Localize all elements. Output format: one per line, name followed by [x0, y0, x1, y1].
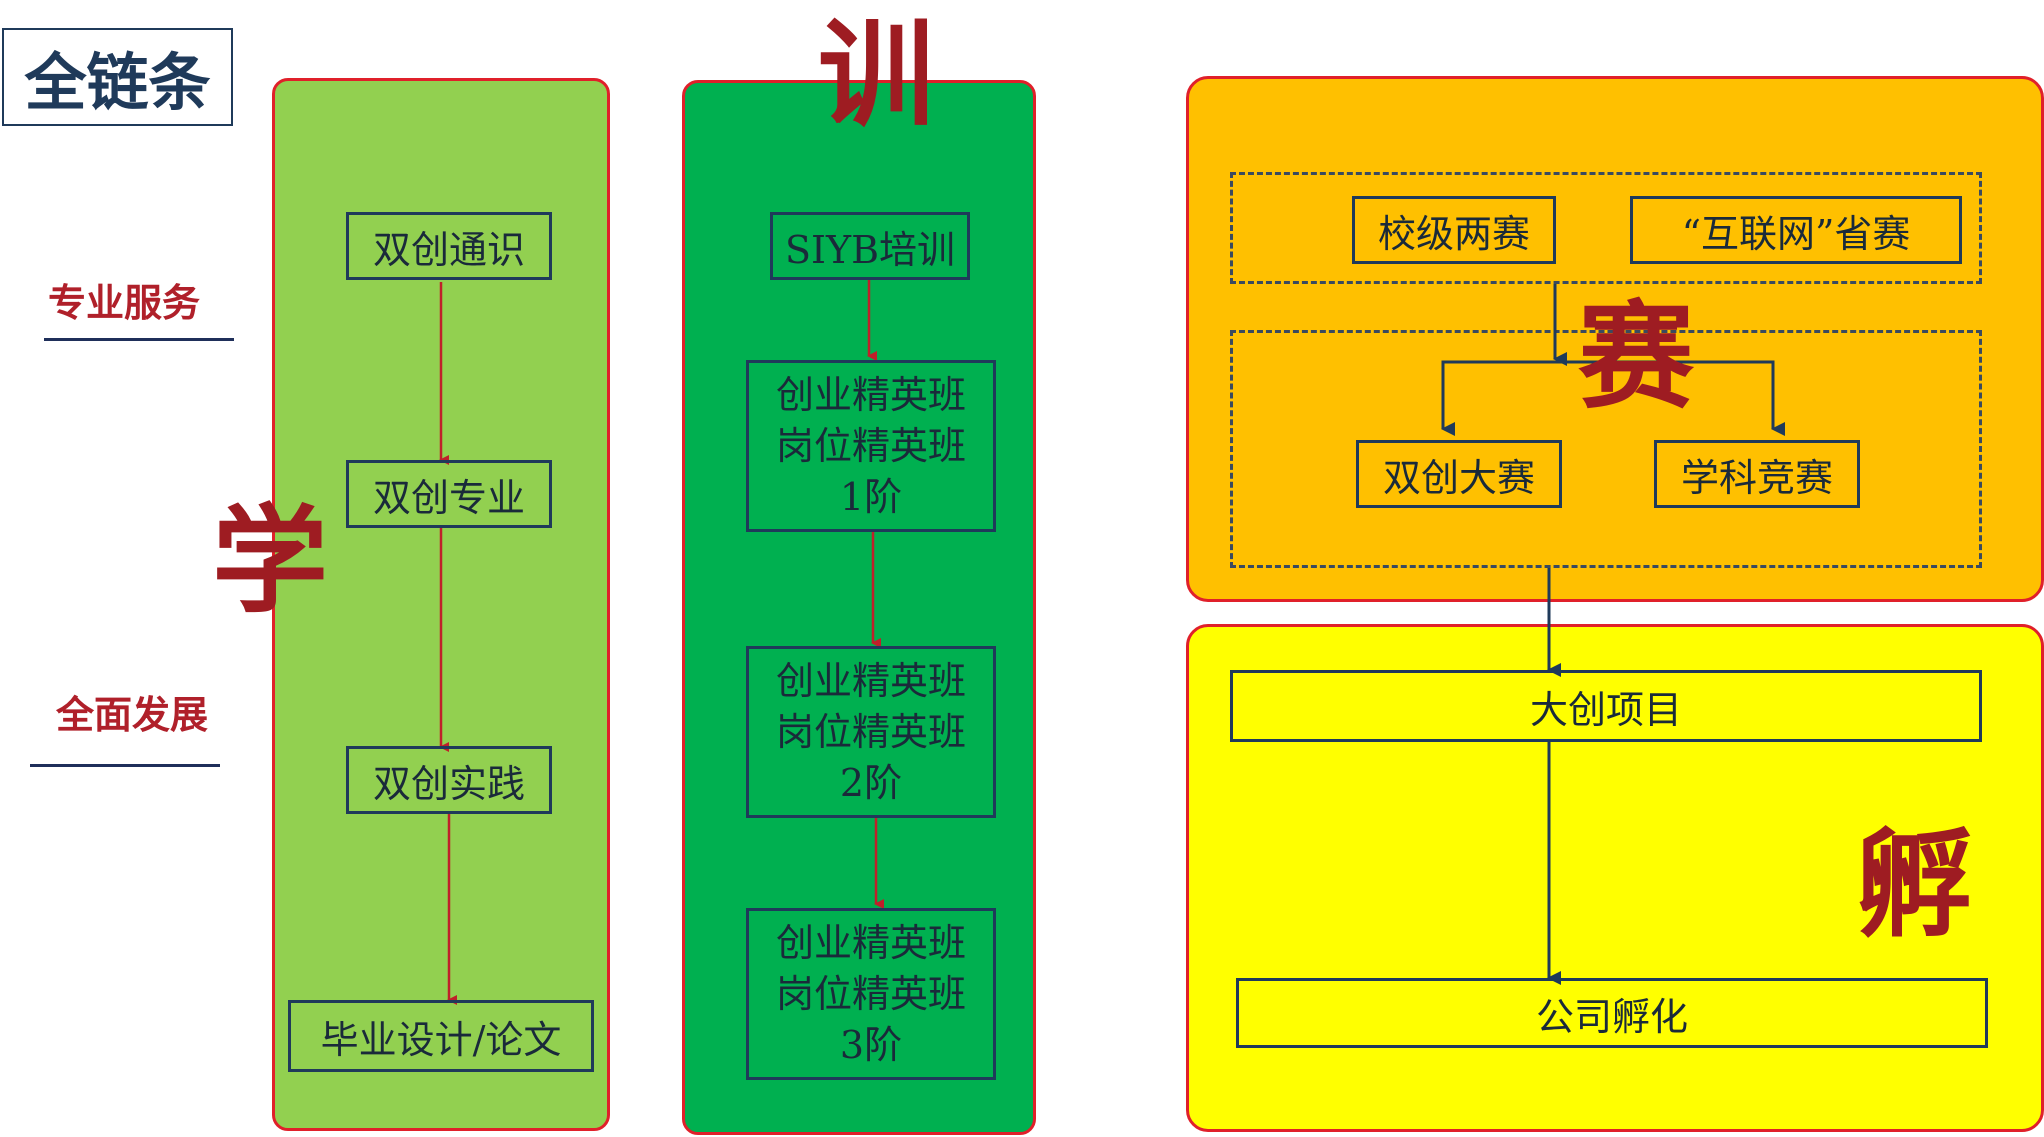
- train-item-4: 创业精英班 岗位精英班 3阶: [746, 908, 996, 1080]
- side-label-professional: 专业服务: [48, 281, 201, 325]
- compete-top-item-2: “互联网”省赛: [1630, 196, 1962, 264]
- provincial-dashed-group: [1230, 172, 1982, 284]
- learn-char: 学: [212, 494, 328, 629]
- page-title: 全链条: [24, 46, 211, 119]
- compete-char: 赛: [1578, 290, 1694, 425]
- incubate-item-2: 公司孵化: [1236, 978, 1988, 1048]
- train-panel: [682, 80, 1036, 1135]
- side-rule-professional: [44, 338, 234, 341]
- train-char: 训: [818, 8, 934, 143]
- incubate-item-1: 大创项目: [1230, 670, 1982, 742]
- learn-item-1: 双创通识: [346, 212, 552, 280]
- compete-bottom-item-1: 双创大赛: [1356, 440, 1562, 508]
- side-rule-overall: [30, 764, 220, 767]
- compete-panel: [1186, 76, 2044, 602]
- compete-top-item-1: 校级两赛: [1352, 196, 1556, 264]
- compete-branch: [1441, 360, 1775, 428]
- competition-dashed-group: [1230, 330, 1982, 568]
- title-box: 全链条: [2, 28, 233, 126]
- learn-item-2: 双创专业: [346, 460, 552, 528]
- learn-item-3: 双创实践: [346, 746, 552, 814]
- train-item-1: SIYB培训: [770, 212, 970, 280]
- compete-bottom-item-2: 学科竞赛: [1654, 440, 1860, 508]
- train-item-2: 创业精英班 岗位精英班 1阶: [746, 360, 996, 532]
- incubate-char: 孵: [1856, 818, 1972, 953]
- learn-item-4: 毕业设计/论文: [288, 1000, 594, 1072]
- train-item-3: 创业精英班 岗位精英班 2阶: [746, 646, 996, 818]
- side-label-overall: 全面发展: [56, 693, 209, 737]
